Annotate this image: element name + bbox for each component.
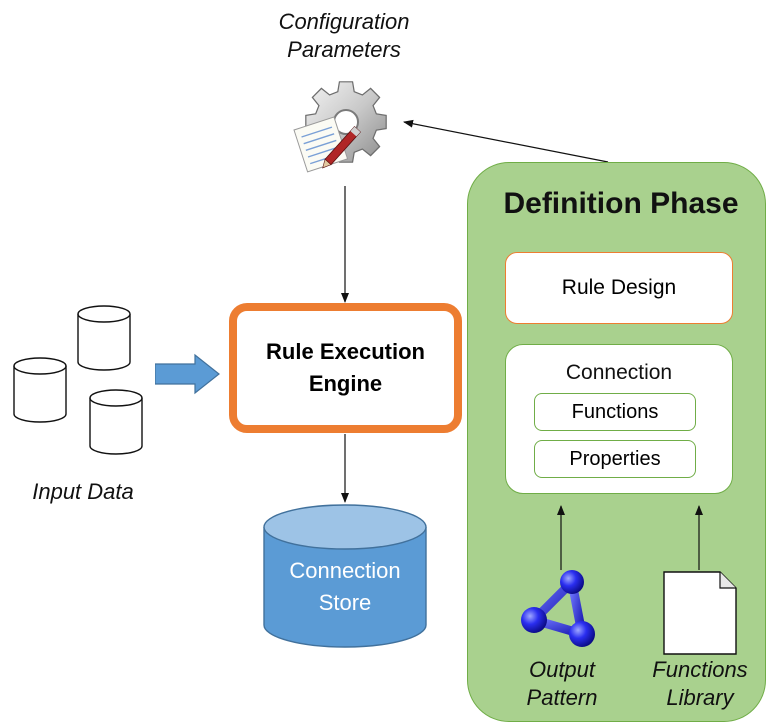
rule-design-box: Rule Design: [505, 252, 733, 324]
functions-library-line1: Functions: [652, 657, 748, 682]
definition-phase-title: Definition Phase: [503, 187, 739, 220]
config-label-line1: Configuration: [278, 9, 410, 34]
document-icon: [663, 571, 737, 655]
rule-execution-engine-box: Rule Execution Engine: [229, 303, 462, 433]
input-data-label: Input Data: [32, 479, 134, 504]
molecule-graph-icon: [521, 570, 595, 647]
database-cylinder-icon: [77, 305, 131, 371]
input-to-engine-block-arrow: [155, 353, 220, 395]
output-pattern-line1: Output: [528, 657, 596, 682]
functions-library-line2: Library: [666, 684, 734, 710]
engine-label-line1: Rule Execution: [266, 339, 425, 365]
input-data-cylinders: [13, 305, 143, 455]
connection-store-label: Connection Store: [262, 555, 428, 619]
functions-box: Functions: [534, 393, 696, 431]
gear-document-icon: [293, 81, 387, 173]
engine-label-line2: Engine: [308, 371, 383, 396]
properties-box: Properties: [534, 440, 696, 478]
config-label-line2: Parameters: [287, 36, 401, 62]
store-label-line1: Connection: [289, 558, 401, 583]
output-pattern-label: Output Pattern: [506, 656, 618, 711]
definition-to-config-arrow: [403, 119, 609, 163]
output-pattern-line2: Pattern: [526, 684, 598, 710]
config-label: Configuration Parameters: [238, 8, 450, 63]
connection-title: Connection: [565, 361, 673, 384]
connection-store-cylinder: [263, 504, 427, 648]
functions-library-label: Functions Library: [640, 656, 760, 711]
database-cylinder-icon: [89, 389, 143, 455]
database-cylinder-icon: [13, 357, 67, 423]
store-label-line2: Store: [318, 589, 372, 615]
